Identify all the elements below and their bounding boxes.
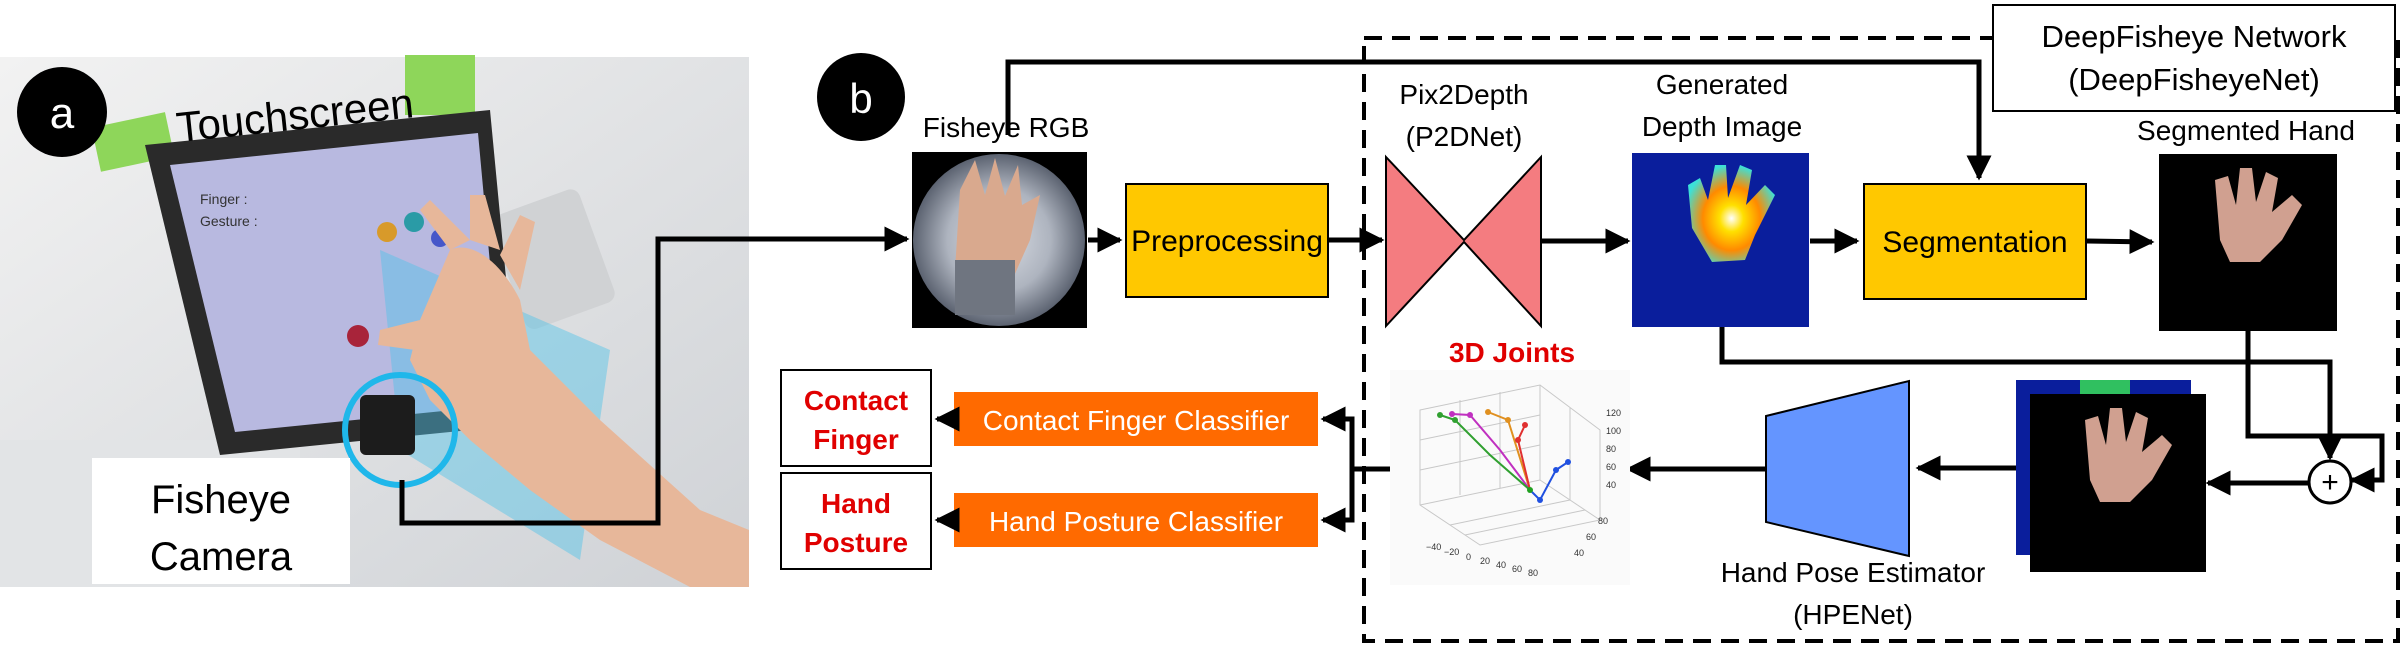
rgb-to-segmentation-skip — [1005, 59, 1992, 181]
deepfisheye-boundary — [1362, 36, 2400, 643]
posture-output-line2: Posture — [804, 527, 908, 558]
tick-x-0: −40 — [1426, 542, 1441, 552]
tick-z-4: 120 — [1606, 408, 1621, 418]
p2d-label-line2: (P2DNet) — [1406, 121, 1523, 152]
tick-z-0: 40 — [1606, 480, 1616, 490]
p2d-label-line1: Pix2Depth — [1399, 79, 1528, 110]
joints-ticks-z: 40 60 80 100 120 — [1606, 408, 1621, 490]
contact-output-line2: Finger — [813, 424, 899, 455]
depth-hand — [1688, 165, 1775, 262]
badge-a-label: a — [50, 89, 75, 138]
joints-plot-bg — [1390, 370, 1630, 585]
tick-y-0: 40 — [1574, 548, 1584, 558]
segmentation-to-hand-arrow — [2086, 229, 2155, 255]
panel-b: b DeepFisheye Network (DeepFisheyeNet) F… — [780, 4, 2400, 643]
segmented-hand-label: Segmented Hand — [2137, 115, 2355, 146]
tick-x-5: 60 — [1512, 564, 1522, 574]
depth-label-line1: Generated — [1656, 69, 1788, 100]
tick-x-4: 40 — [1496, 560, 1506, 570]
fisheye-rgb-hand — [955, 158, 1040, 285]
tick-x-6: 80 — [1528, 568, 1538, 578]
segmentation-box — [1863, 183, 2087, 300]
badge-a — [17, 67, 107, 157]
fork-to-contact-arrow — [1320, 406, 1355, 469]
screen-dot-teal — [404, 212, 424, 232]
tick-x-1: −20 — [1444, 547, 1459, 557]
fisheye-rgb-arm — [955, 260, 1015, 315]
posture-classifier-label: Hand Posture Classifier — [989, 506, 1283, 537]
concat-node — [2307, 459, 2353, 505]
badge-b — [817, 53, 905, 141]
segmentation-label: Segmentation — [1882, 226, 2067, 259]
preprocessing-box — [1125, 183, 1329, 298]
contact-output-box — [780, 369, 932, 467]
network-title-line2: (DeepFisheyeNet) — [2068, 62, 2320, 97]
joints-plot-grid — [1419, 384, 1601, 546]
tick-z-1: 60 — [1606, 462, 1616, 472]
screen-finger-text: Finger : — [200, 191, 247, 207]
network-title-line1: DeepFisheye Network — [2042, 19, 2347, 54]
screen-dot-red — [347, 325, 369, 347]
stacked-hand-shape — [2085, 408, 2172, 502]
posture-output-line1: Hand — [821, 488, 891, 519]
screen-dot-orange — [377, 222, 397, 242]
joints-ticks-y: 40 60 80 — [1574, 516, 1608, 558]
joints-points — [1437, 409, 1571, 503]
posture-classifier-box — [954, 493, 1318, 547]
tick-y-2: 80 — [1598, 516, 1608, 526]
hand-arm — [410, 247, 749, 587]
camera-label-line1: Fisheye — [151, 478, 291, 522]
hpe-label-line1: Hand Pose Estimator — [1721, 557, 1986, 588]
fork-to-posture-arrow — [1320, 469, 1355, 533]
segmented-hand-shape — [2215, 168, 2302, 262]
segmented-to-plus-line — [2245, 331, 2385, 493]
posture-output-box — [780, 472, 932, 570]
preprocessing-label: Preprocessing — [1131, 225, 1323, 258]
joints-ticks-x: −40 −20 0 20 40 60 80 — [1426, 542, 1538, 578]
contact-classifier-label: Contact Finger Classifier — [983, 405, 1290, 436]
concat-symbol: + — [2321, 466, 2339, 499]
contact-classifier-box — [954, 392, 1318, 446]
p2d-encoder-decoder — [1385, 154, 1542, 329]
camera-label-line2: Camera — [150, 535, 293, 579]
network-title-box — [1992, 4, 2396, 112]
fisheye-rgb-label: Fisheye RGB — [923, 112, 1090, 143]
camera-body — [360, 395, 415, 455]
contact-output-line1: Contact — [804, 385, 908, 416]
joints-label: 3D Joints — [1449, 337, 1575, 368]
tick-x-2: 0 — [1466, 552, 1471, 562]
camera-to-rgb-arrow — [399, 226, 910, 526]
panel-a: Finger : Gesture : a Touchscreen Fisheye… — [0, 55, 749, 587]
tick-z-2: 80 — [1606, 444, 1616, 454]
depth-label-line2: Depth Image — [1642, 111, 1802, 142]
hpe-label-line2: (HPENet) — [1793, 599, 1913, 630]
tick-x-3: 20 — [1480, 556, 1490, 566]
badge-b-label: b — [849, 75, 872, 122]
screen-gesture-text: Gesture : — [200, 213, 258, 229]
depth-to-plus-line — [1719, 327, 2343, 461]
tick-y-1: 60 — [1586, 532, 1596, 542]
tick-z-3: 100 — [1606, 426, 1621, 436]
green-mount-right — [405, 55, 475, 115]
hpe-network — [1765, 379, 1910, 558]
camera-label-box — [92, 458, 350, 584]
hand-fingers — [378, 195, 535, 350]
